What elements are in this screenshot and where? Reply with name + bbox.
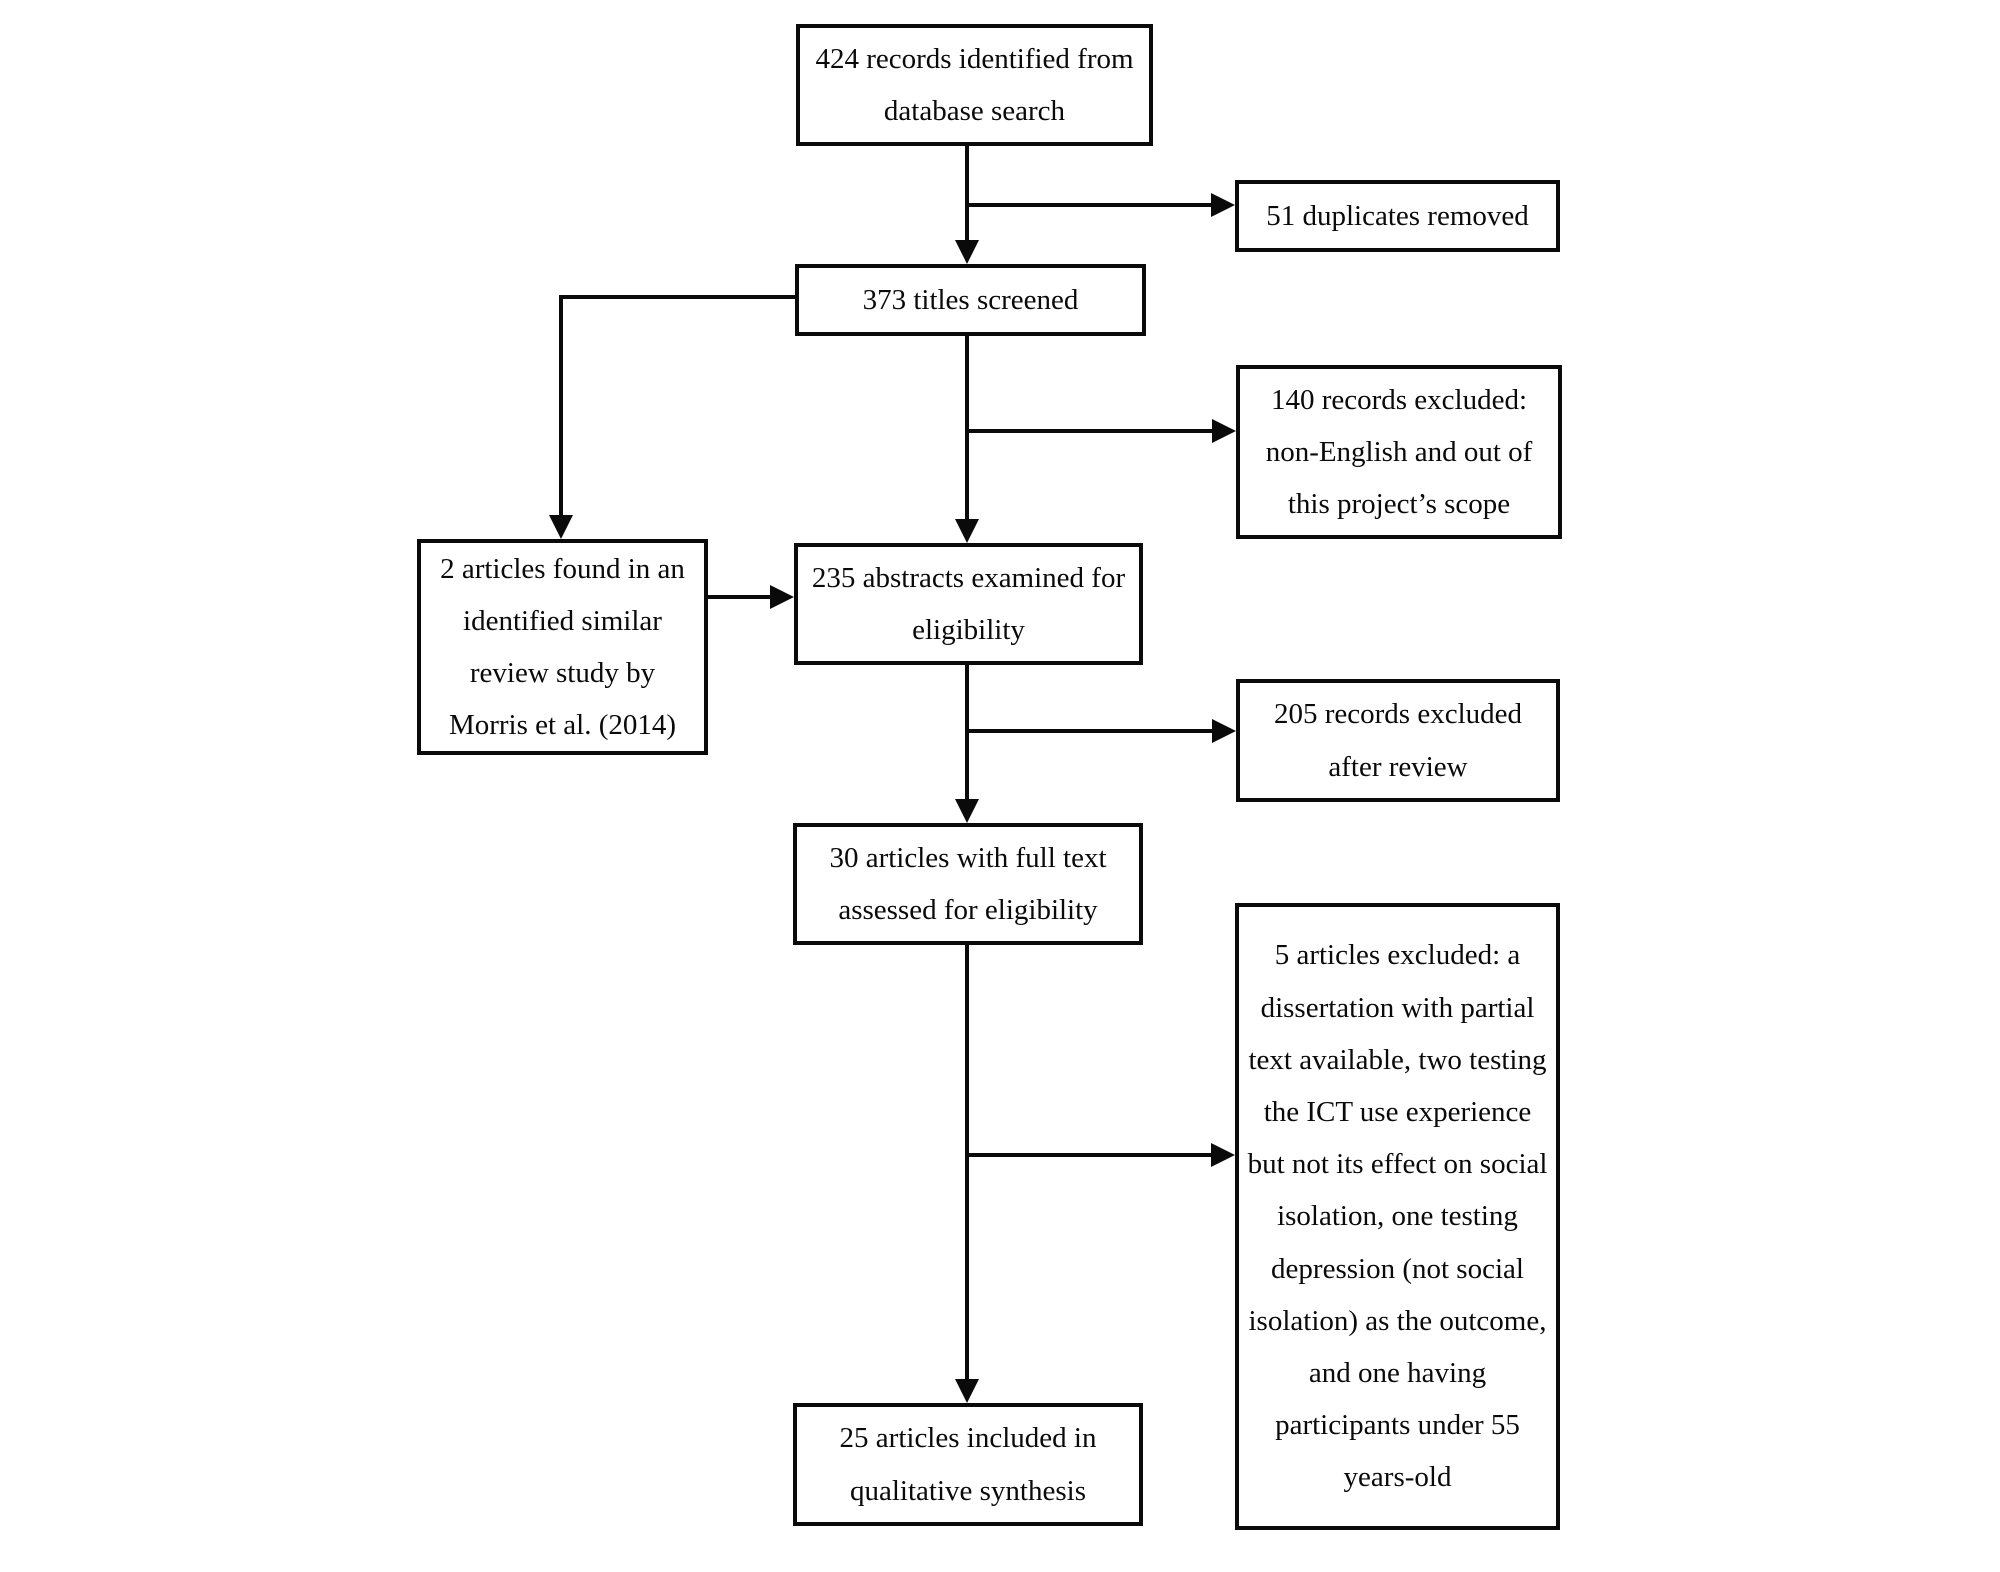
node-articles-excluded-detail-label: 5 articles excluded: a dissertation with… <box>1247 939 1548 1494</box>
node-abstracts-examined-label: 235 abstracts examined for eligibility <box>811 561 1126 646</box>
node-records-identified: 424 records identified from database sea… <box>796 24 1153 146</box>
arrowhead-down-icon <box>955 519 979 543</box>
connector-abstracts-to-excluded-review <box>965 729 1212 733</box>
node-records-identified-label: 424 records identified from database sea… <box>815 42 1134 127</box>
node-full-text-assessed: 30 articles with full text assessed for … <box>793 823 1143 945</box>
arrowhead-right-icon <box>770 585 794 609</box>
node-articles-similar-review: 2 articles found in an identified simila… <box>417 539 708 755</box>
connector-identified-to-screened <box>965 146 969 244</box>
node-duplicates-removed: 51 duplicates removed <box>1235 180 1560 252</box>
arrowhead-right-icon <box>1212 419 1236 443</box>
connector-screened-to-excluded-scope <box>965 429 1212 433</box>
node-full-text-assessed-label: 30 articles with full text assessed for … <box>829 841 1107 926</box>
connector-screened-to-abstracts <box>965 336 969 519</box>
node-titles-screened-label: 373 titles screened <box>862 283 1079 316</box>
connector-similar-to-abstracts <box>708 595 774 599</box>
arrowhead-down-icon <box>955 799 979 823</box>
node-articles-excluded-detail: 5 articles excluded: a dissertation with… <box>1235 903 1560 1530</box>
arrowhead-down-icon <box>549 515 573 539</box>
node-abstracts-examined: 235 abstracts examined for eligibility <box>794 543 1143 665</box>
arrowhead-down-icon <box>955 240 979 264</box>
arrowhead-down-icon <box>955 1379 979 1403</box>
node-records-excluded-scope-label: 140 records excluded: non-English and ou… <box>1265 383 1533 521</box>
connector-fulltext-to-excluded-detail <box>965 1153 1211 1157</box>
arrowhead-right-icon <box>1211 1143 1235 1167</box>
connector-screened-to-similar-horizontal <box>559 295 795 299</box>
node-records-excluded-review-label: 205 records excluded after review <box>1273 698 1522 783</box>
connector-screened-to-similar-vertical <box>559 295 563 515</box>
node-duplicates-removed-label: 51 duplicates removed <box>1266 199 1529 232</box>
connector-fulltext-to-included <box>965 945 969 1379</box>
arrowhead-right-icon <box>1212 719 1236 743</box>
node-articles-included-label: 25 articles included in qualitative synt… <box>839 1422 1097 1507</box>
node-articles-similar-review-label: 2 articles found in an identified simila… <box>440 552 685 742</box>
node-records-excluded-review: 205 records excluded after review <box>1236 679 1560 802</box>
node-records-excluded-scope: 140 records excluded: non-English and ou… <box>1236 365 1562 539</box>
node-articles-included: 25 articles included in qualitative synt… <box>793 1403 1143 1526</box>
node-titles-screened: 373 titles screened <box>795 264 1146 336</box>
arrowhead-right-icon <box>1211 193 1235 217</box>
connector-identified-to-duplicates <box>965 203 1211 207</box>
